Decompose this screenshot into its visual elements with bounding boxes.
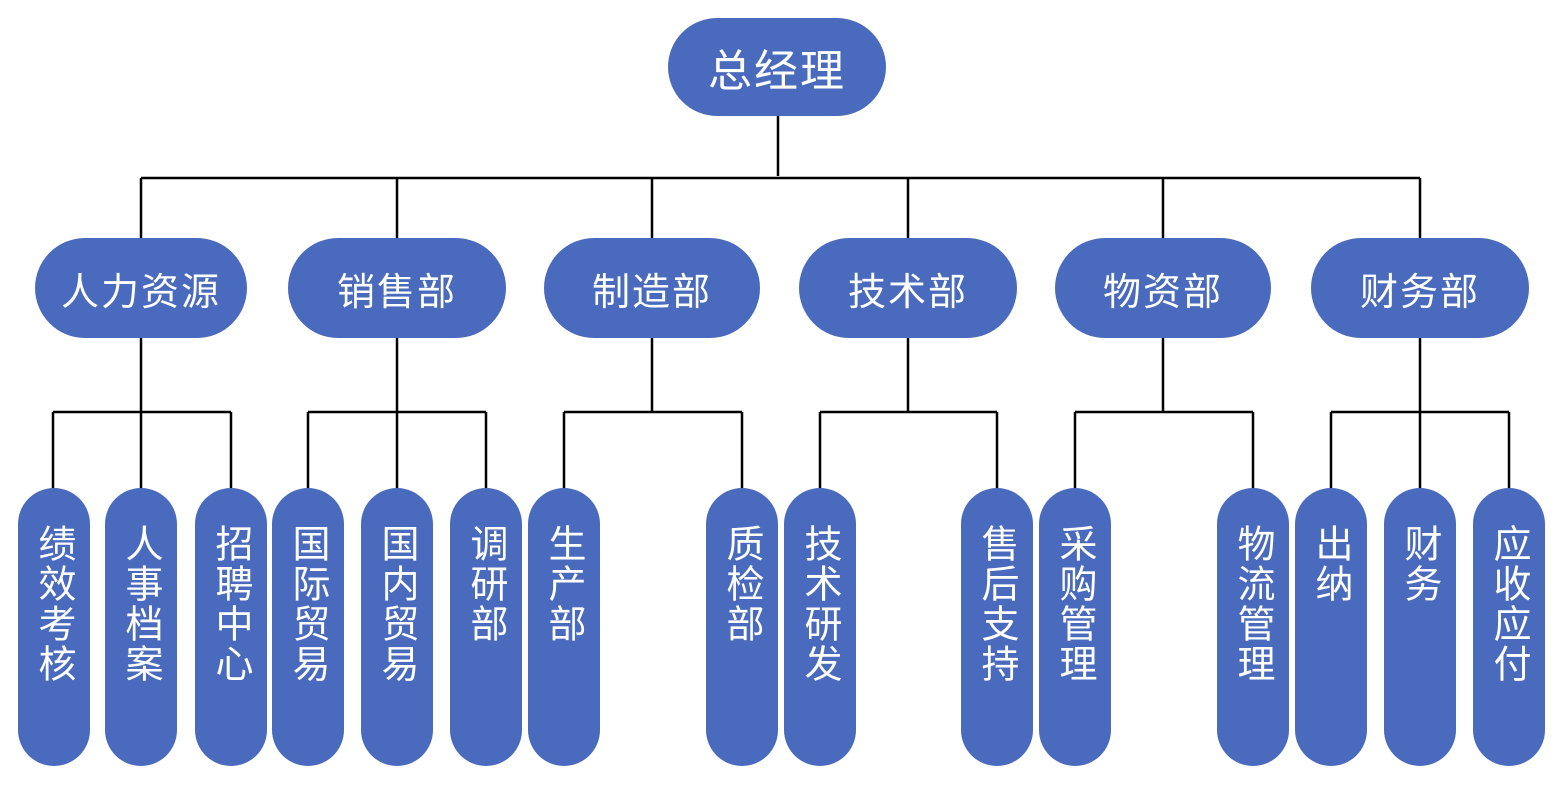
node-label: 调研部 xyxy=(464,524,508,644)
node-dept-manufacturing: 制造部 xyxy=(544,238,760,338)
node-label: 绩效考核 xyxy=(32,524,76,684)
node-dept-finance: 财务部 xyxy=(1311,238,1529,338)
node-label: 招聘中心 xyxy=(209,524,253,684)
node-sub-production: 生产部 xyxy=(528,488,600,766)
node-general-manager: 总经理 xyxy=(668,18,886,116)
node-sub-procurement: 采购管理 xyxy=(1039,488,1111,766)
node-label: 售后支持 xyxy=(975,524,1019,684)
node-dept-supplies: 物资部 xyxy=(1055,238,1271,338)
node-label: 采购管理 xyxy=(1053,524,1097,684)
node-sub-domestic-trade: 国内贸易 xyxy=(361,488,433,766)
node-label: 国内贸易 xyxy=(375,524,419,684)
node-sub-quality: 质检部 xyxy=(706,488,778,766)
node-label: 人力资源 xyxy=(60,269,221,314)
node-sub-logistics: 物流管理 xyxy=(1217,488,1289,766)
node-sub-rnd: 技术研发 xyxy=(784,488,856,766)
node-sub-accounting: 财务 xyxy=(1384,488,1456,766)
node-sub-research: 调研部 xyxy=(450,488,522,766)
node-label: 总经理 xyxy=(708,46,846,97)
node-label: 财务 xyxy=(1398,524,1442,604)
node-sub-intl-trade: 国际贸易 xyxy=(272,488,344,766)
node-dept-sales: 销售部 xyxy=(288,238,506,338)
node-sub-cashier: 出纳 xyxy=(1295,488,1367,766)
node-sub-personnel-files: 人事档案 xyxy=(105,488,177,766)
node-sub-performance: 绩效考核 xyxy=(18,488,90,766)
node-sub-after-sales: 售后支持 xyxy=(961,488,1033,766)
node-label: 国际贸易 xyxy=(286,524,330,684)
node-sub-recruitment: 招聘中心 xyxy=(195,488,267,766)
node-label: 物流管理 xyxy=(1231,524,1275,684)
node-label: 制造部 xyxy=(591,269,712,314)
node-label: 财务部 xyxy=(1359,269,1480,314)
node-label: 生产部 xyxy=(542,524,586,644)
node-label: 人事档案 xyxy=(119,524,163,684)
node-label: 应收应付 xyxy=(1487,524,1531,684)
node-label: 出纳 xyxy=(1309,524,1353,604)
node-sub-receivable-payable: 应收应付 xyxy=(1473,488,1545,766)
node-label: 技术部 xyxy=(847,269,968,314)
node-label: 技术研发 xyxy=(798,524,842,684)
node-dept-hr: 人力资源 xyxy=(35,238,247,338)
node-label: 销售部 xyxy=(336,269,457,314)
node-dept-technology: 技术部 xyxy=(799,238,1017,338)
node-label: 质检部 xyxy=(720,524,764,644)
node-label: 物资部 xyxy=(1102,269,1223,314)
